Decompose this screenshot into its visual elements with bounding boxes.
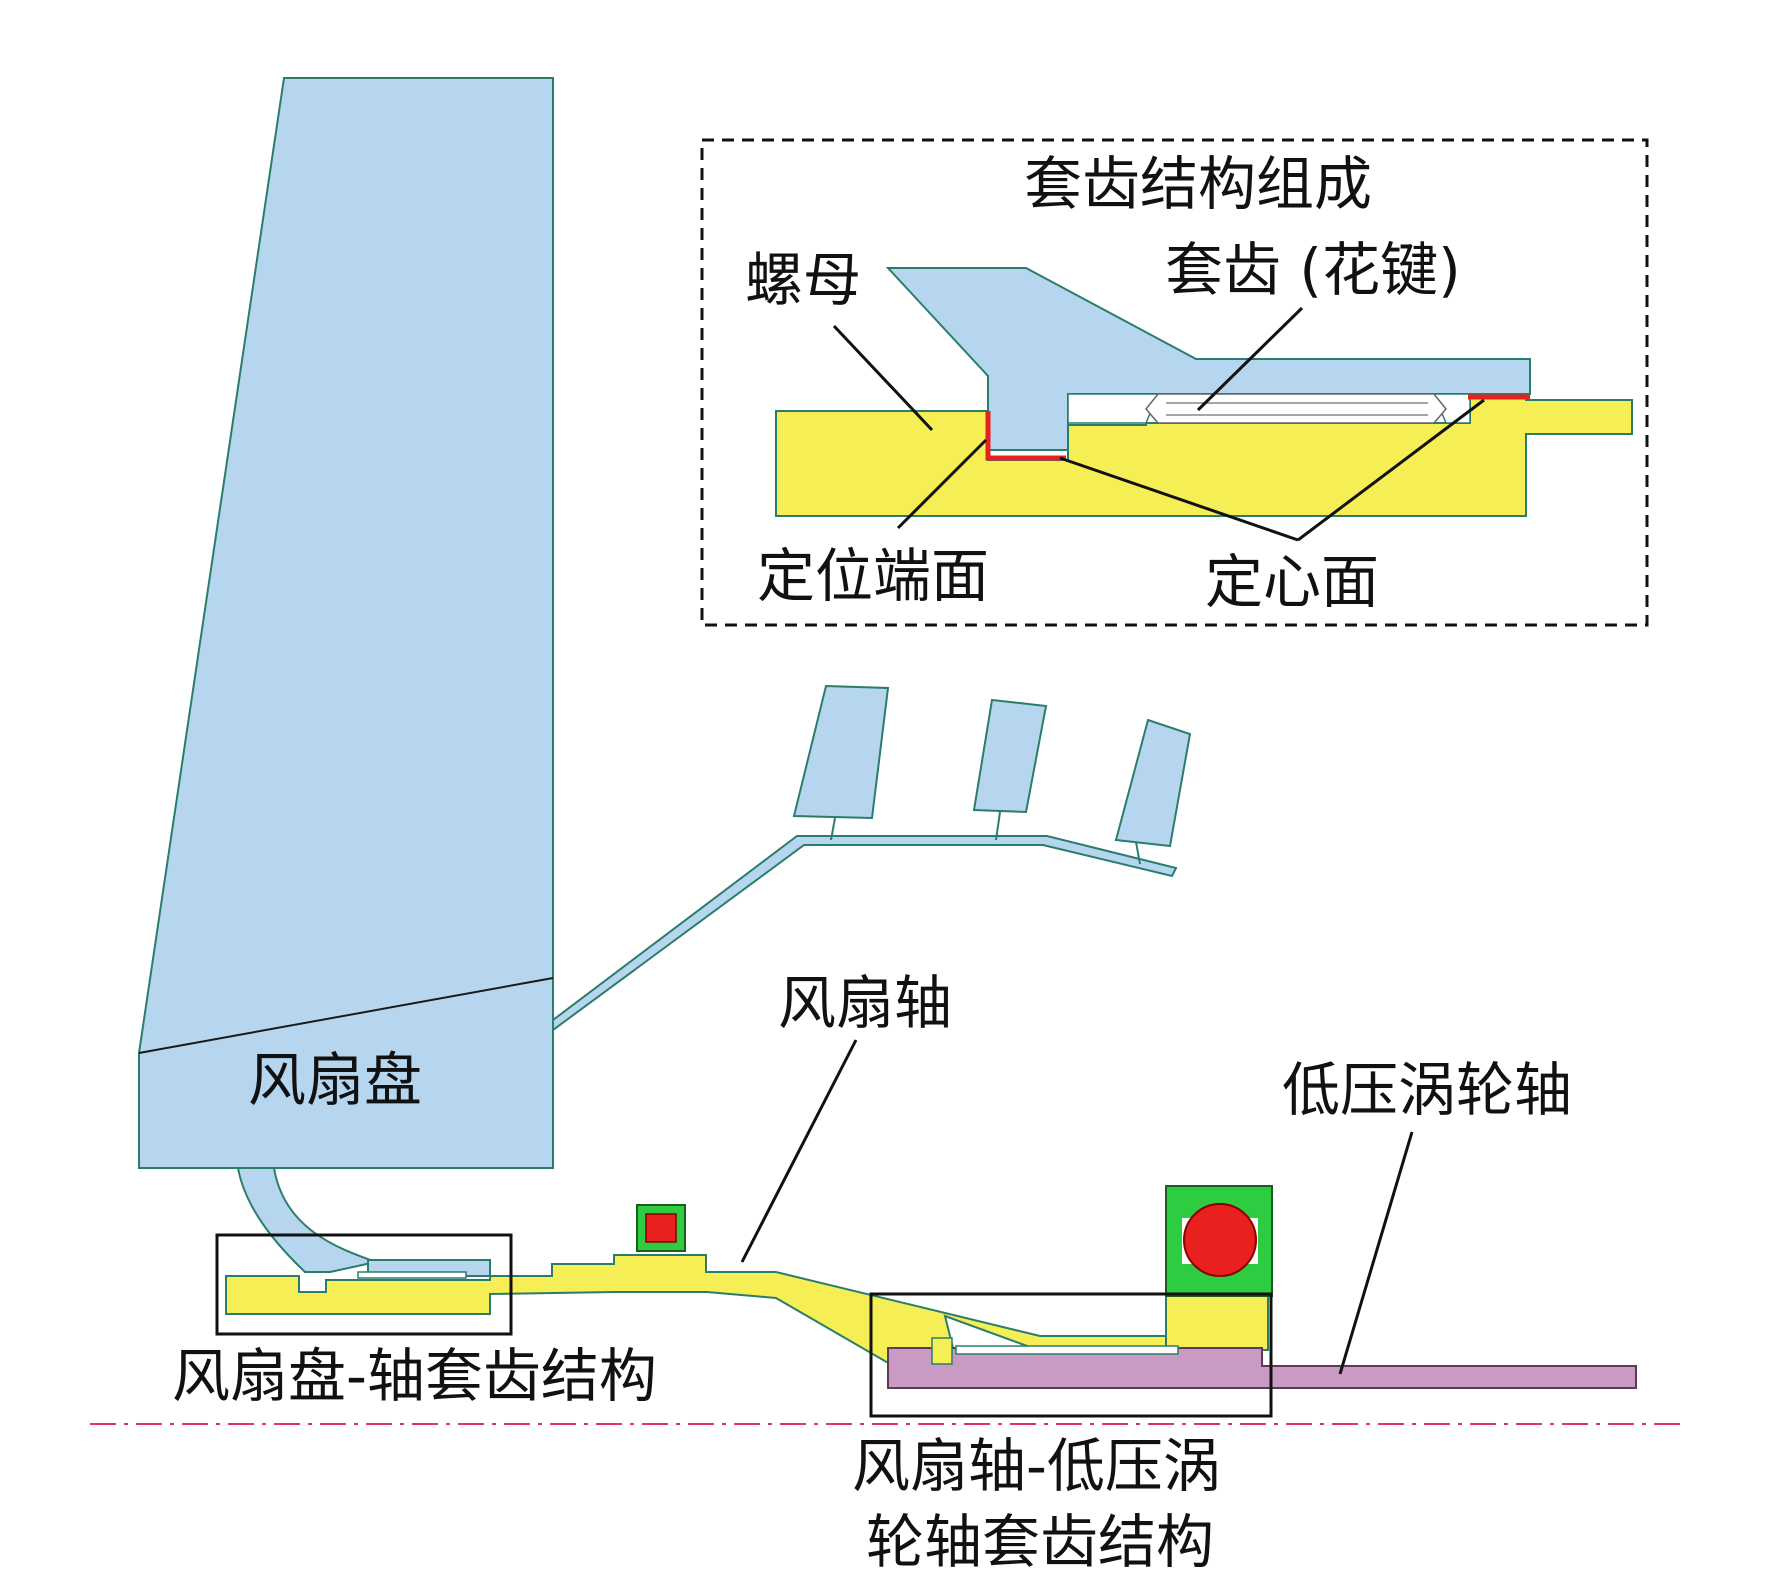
front-bearing — [636, 1204, 686, 1252]
leader-centering-face-a — [1059, 456, 1299, 542]
shaft-turbine-spline-box — [869, 1292, 1273, 1418]
label-nut: 螺母 — [745, 246, 861, 314]
booster-drum — [552, 684, 1192, 1032]
fan-shaft-rear-teeth — [931, 1337, 953, 1365]
leader-fan-shaft — [740, 1039, 858, 1263]
booster-cone — [552, 835, 1178, 1032]
blade-disk-split-line — [138, 977, 554, 1054]
inset-dashed-frame — [700, 138, 1649, 627]
fan-blade — [138, 77, 554, 1169]
inset-spline-teeth — [1145, 393, 1447, 424]
booster-blade-3 — [1114, 718, 1192, 848]
label-fan-shaft: 风扇轴 — [778, 969, 952, 1037]
leader-lp-turbine-shaft — [1338, 1131, 1414, 1375]
label-locating-face: 定位端面 — [757, 542, 989, 610]
leader-spline — [1196, 306, 1304, 412]
label-fan-disk: 风扇盘 — [248, 1046, 422, 1114]
leader-centering-face-b — [1297, 398, 1485, 542]
fan-shaft — [225, 1254, 1269, 1365]
front-bearing-roller — [645, 1213, 677, 1243]
fan-blade-disk — [138, 77, 554, 1273]
rear-bearing — [1165, 1185, 1273, 1297]
rear-bearing-ball — [1183, 1203, 1257, 1277]
lp-shaft-spline-teeth — [955, 1345, 1179, 1355]
label-disk-shaft-spline: 风扇盘-轴套齿结构 — [172, 1342, 657, 1410]
booster-blade-1 — [792, 684, 890, 820]
lp-shaft-body — [887, 1347, 1637, 1389]
label-centering-face: 定心面 — [1205, 548, 1379, 616]
disk-shaft-spline-box — [215, 1233, 513, 1336]
fan-shaft-rear-flange — [1165, 1295, 1269, 1351]
inset-locating-face-mark — [985, 411, 1066, 461]
inset-title: 套齿结构组成 — [1024, 150, 1372, 218]
label-shaft-turbine-spline-2: 轮轴套齿结构 — [866, 1508, 1214, 1576]
inset-detail — [700, 138, 1649, 627]
label-shaft-turbine-spline-1: 风扇轴-低压涡 — [852, 1432, 1221, 1500]
label-spline: 套齿 (花键) — [1165, 236, 1461, 304]
label-lp-turbine-shaft: 低压涡轮轴 — [1282, 1056, 1572, 1124]
booster-stem-3 — [1135, 841, 1141, 865]
fan-disk-hub-arm — [236, 1167, 380, 1273]
booster-stem-2 — [995, 811, 1001, 841]
leader-locating-face — [896, 438, 988, 530]
booster-blade-2 — [972, 698, 1048, 814]
lp-turbine-shaft — [887, 1337, 1637, 1389]
disk-spline-teeth — [357, 1271, 467, 1279]
leader-nut — [832, 324, 934, 432]
booster-stem-1 — [830, 817, 836, 841]
leader-lines — [740, 306, 1485, 1375]
